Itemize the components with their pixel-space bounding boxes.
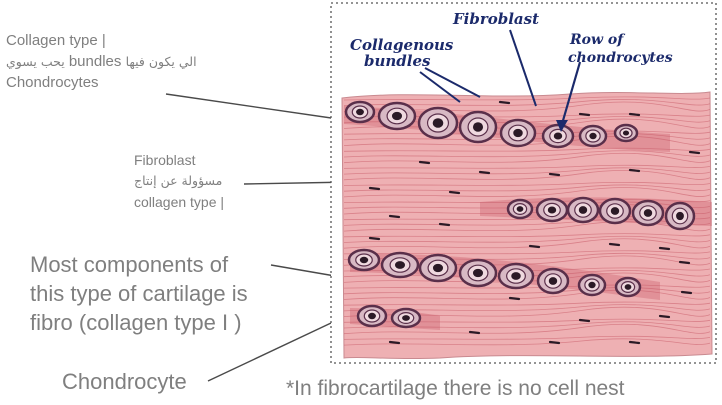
fibroblast-nucleus: [470, 332, 479, 333]
fibroblast-nucleus: [580, 320, 589, 321]
chondrocyte-nucleus: [402, 315, 410, 321]
leader-line-chondrocyte: [208, 315, 348, 381]
fibroblast-nucleus: [450, 192, 459, 193]
chondrocyte-nucleus: [473, 269, 483, 277]
fibroblast-nucleus: [420, 162, 429, 163]
fibroblast-nucleus: [390, 342, 399, 343]
fibroblast-nucleus: [370, 188, 379, 189]
chondrocyte-nucleus: [554, 132, 562, 139]
chondrocyte-nucleus: [676, 212, 684, 220]
label-bundles: bundles: [364, 52, 431, 70]
fibroblast-nucleus: [370, 238, 379, 239]
chondrocyte-nucleus: [368, 313, 376, 319]
chondrocyte-nucleus: [611, 207, 619, 215]
fibroblast-nucleus: [390, 216, 399, 217]
fibroblast-nucleus: [682, 292, 691, 293]
chondrocyte-nucleus: [589, 133, 596, 139]
fibroblast-nucleus: [660, 248, 669, 249]
chondrocyte-nucleus: [644, 209, 652, 217]
fibroblast-nucleus: [630, 342, 639, 343]
chondrocyte-nucleus: [511, 272, 521, 280]
fibroblast-nucleus: [680, 262, 689, 263]
label-chondrocytes: chondrocytes: [568, 50, 673, 66]
chondrocyte-nucleus: [433, 264, 443, 272]
fibroblast-nucleus: [500, 102, 509, 103]
chondrocyte-nucleus: [548, 206, 556, 213]
fibroblast-nucleus: [550, 174, 559, 175]
fibroblast-nucleus: [610, 244, 619, 245]
chondrocyte-nucleus: [356, 109, 364, 115]
fibroblast-nucleus: [480, 172, 489, 173]
chondrocyte-nucleus: [549, 277, 557, 285]
fibroblast-nucleus: [580, 114, 589, 115]
leader-line-chondrocytes: [166, 94, 345, 120]
chondrocyte-nucleus: [513, 129, 523, 137]
chondrocyte-nucleus: [588, 282, 595, 288]
fibrocartilage-figure: Fibroblast Collagenous bundles Row of ch…: [330, 2, 717, 364]
label-row-of: Row of: [569, 32, 626, 48]
label-fibroblast: Fibroblast: [452, 10, 539, 28]
fibroblast-nucleus: [440, 224, 449, 225]
chondrocyte-nucleus: [473, 122, 483, 132]
fibroblast-nucleus: [550, 342, 559, 343]
chondrocyte-nucleus: [579, 206, 587, 214]
fibroblast-nucleus: [660, 316, 669, 317]
chondrocyte-nucleus: [625, 284, 632, 290]
chondrocyte-nucleus: [433, 118, 444, 128]
fibroblast-nucleus: [630, 114, 639, 115]
chondrocyte-nucleus: [517, 206, 524, 212]
chondrocyte-nucleus: [623, 130, 629, 135]
fibroblast-nucleus: [690, 152, 699, 153]
chondrocyte-nucleus: [392, 112, 402, 120]
fibroblast-nucleus: [630, 170, 639, 171]
fibrocartilage-illustration: Fibroblast Collagenous bundles Row of ch…: [330, 2, 717, 364]
fibroblast-nucleus: [510, 298, 519, 299]
fibroblast-nucleus: [530, 246, 539, 247]
chondrocyte-nucleus: [395, 261, 405, 269]
chondrocyte-nucleus: [360, 257, 368, 263]
